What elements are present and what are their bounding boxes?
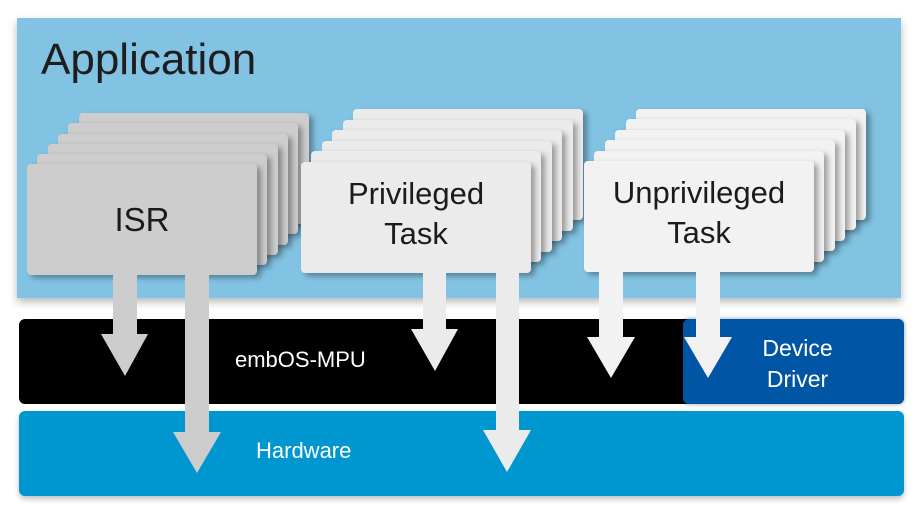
device-driver-label: Device Driver (762, 335, 833, 392)
application-layer-title: Application (41, 35, 257, 84)
privileged-task-card-front: Privileged Task (301, 162, 531, 273)
embos-mpu-label: embOS-MPU (235, 347, 366, 372)
isr-card-front: ISR (27, 164, 257, 275)
hardware-layer: Hardware (19, 411, 904, 496)
isr-label: ISR (114, 200, 170, 238)
unprivileged-task-card-front: Unprivileged Task (584, 161, 814, 272)
privileged-task-label: Privileged Task (347, 175, 485, 251)
hardware-label: Hardware (256, 438, 352, 463)
unprivileged-task-label: Unprivileged Task (612, 174, 786, 250)
device-driver-box: Device Driver (683, 319, 904, 404)
